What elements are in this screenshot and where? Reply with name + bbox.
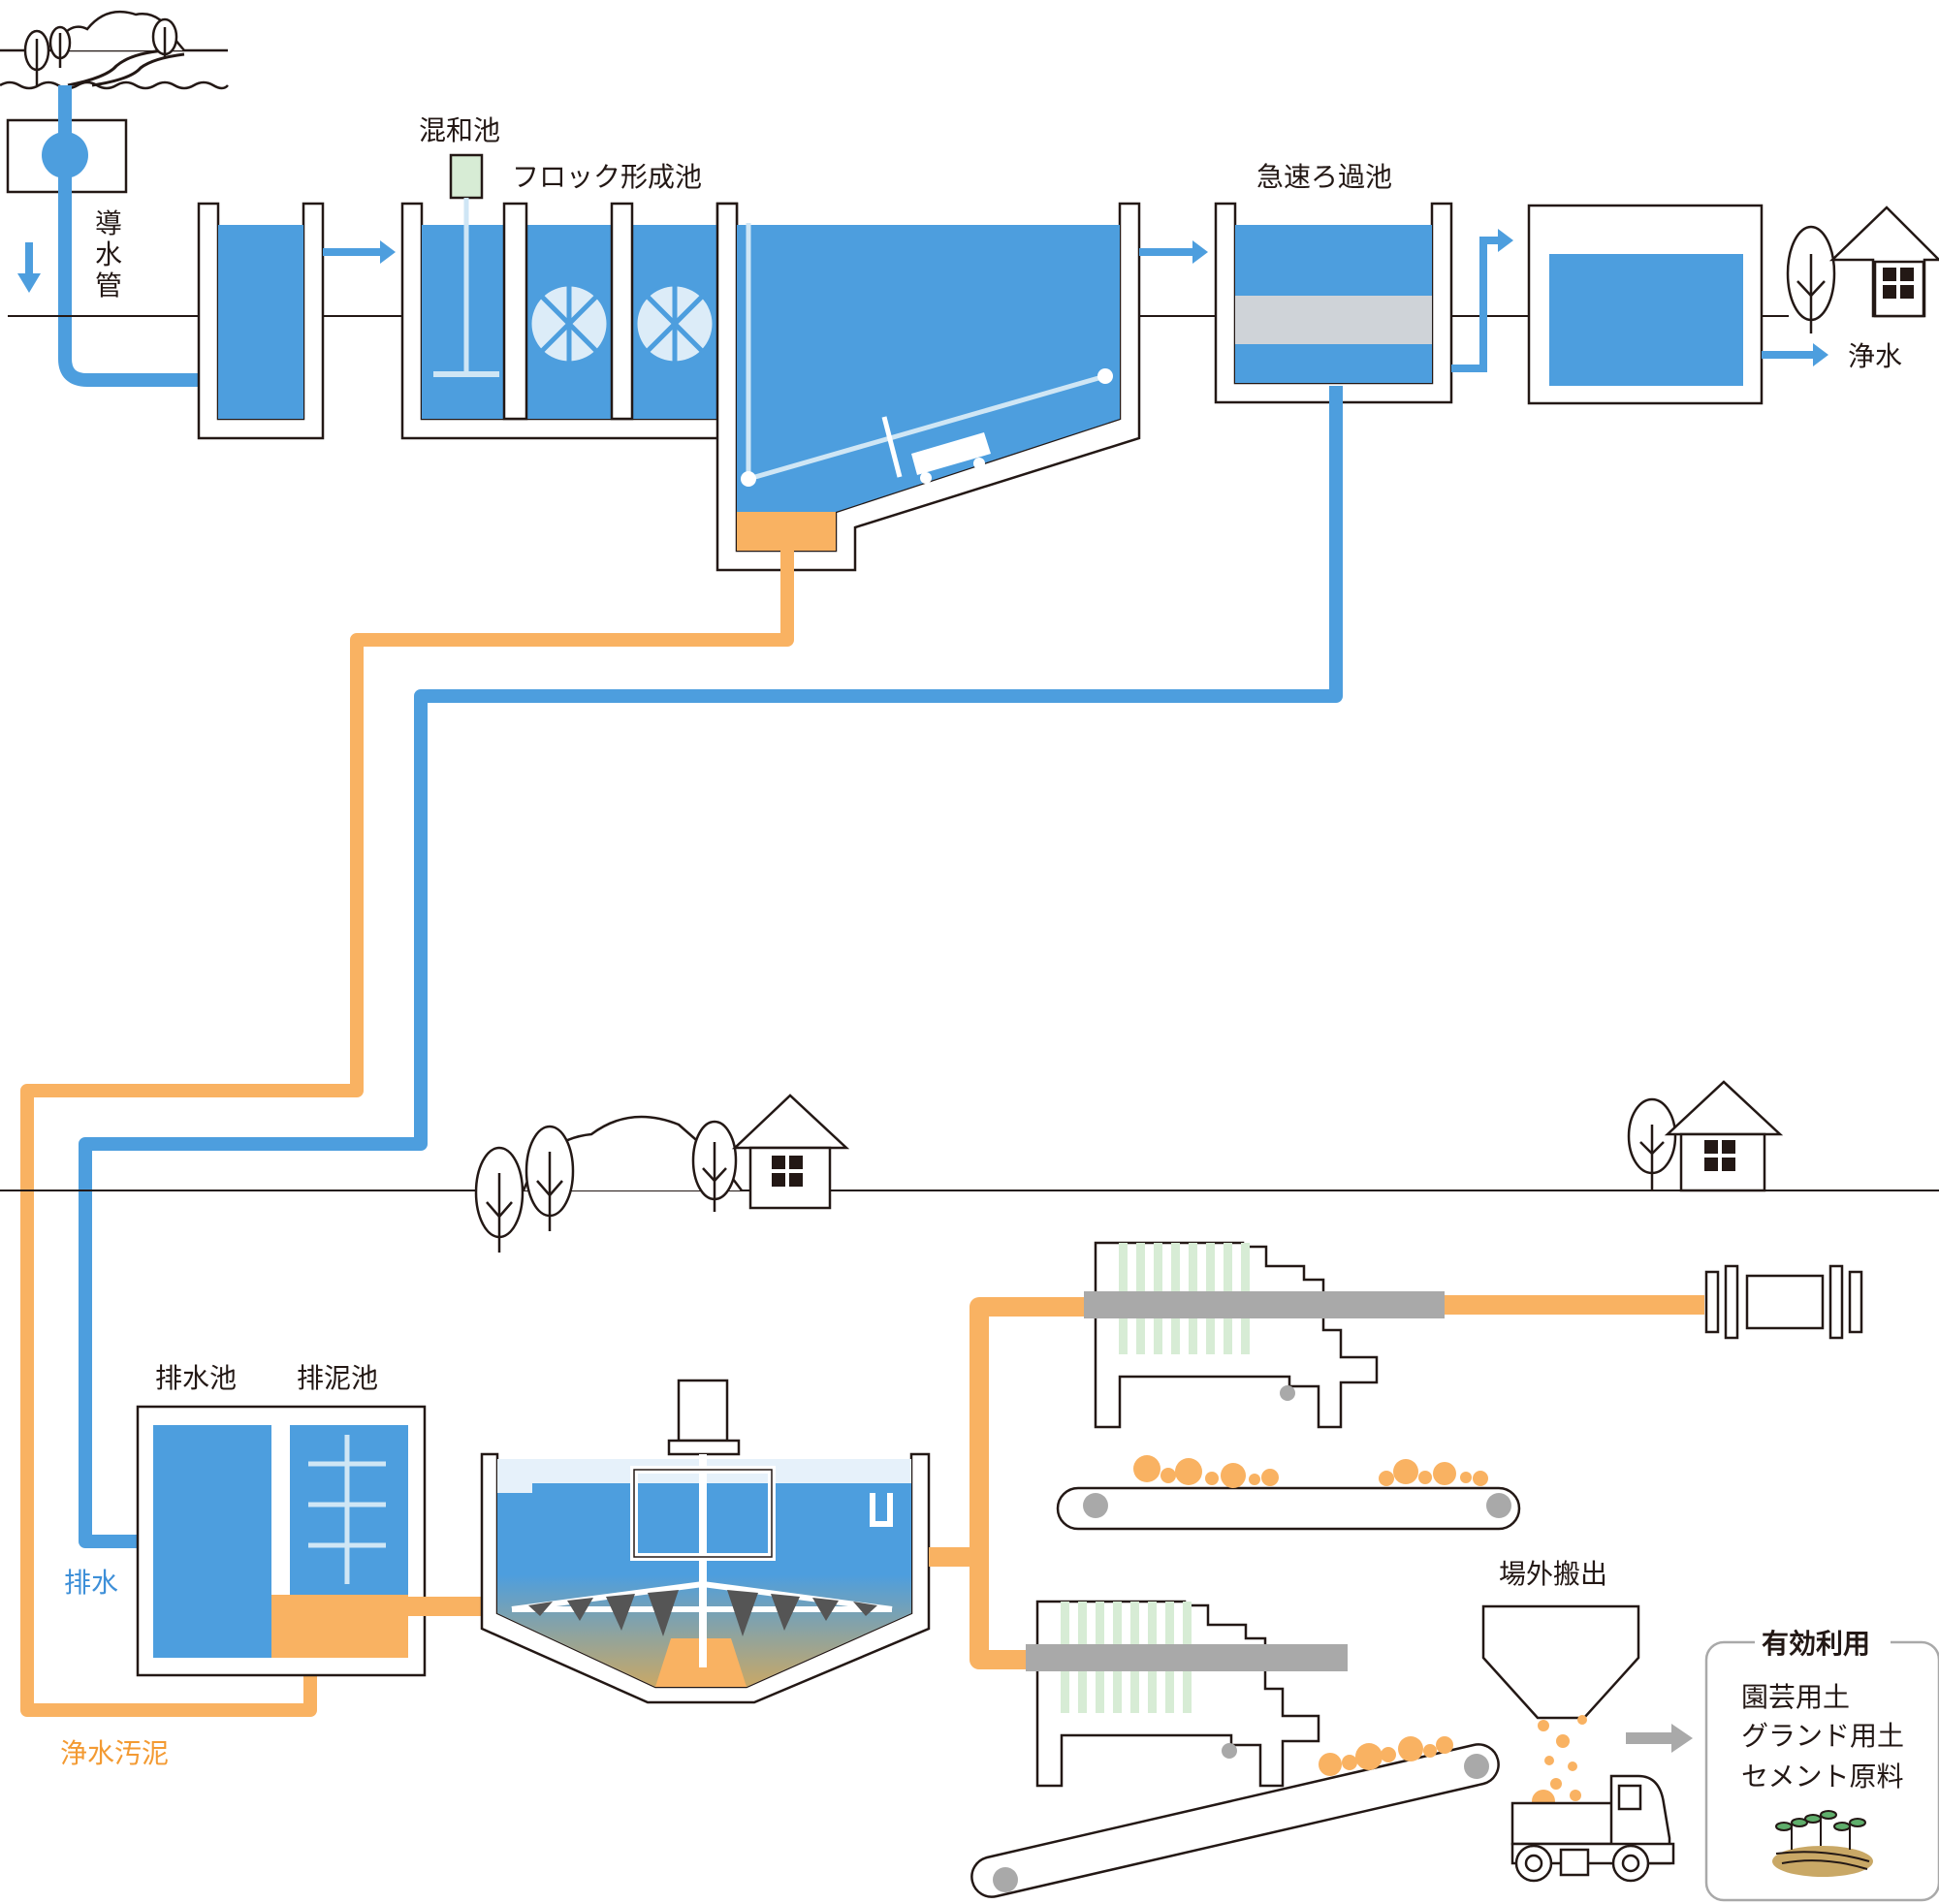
effective-use-item-2: グランド用土 (1741, 1720, 1904, 1752)
right-arrow-icon (1762, 343, 1828, 366)
thickener-outlet-pipe (929, 1547, 970, 1567)
drain-basin-label: 排水池 (155, 1362, 237, 1394)
drain-sludge-basins (136, 1405, 427, 1677)
drain-water-label: 排水 (64, 1567, 118, 1599)
filter-to-reservoir-pipe (1451, 237, 1501, 372)
sludge-pipe (20, 551, 794, 1717)
conveyor-lower (970, 1736, 1500, 1898)
house-icon (1627, 1080, 1784, 1192)
press-outlet-pipe (1445, 1295, 1704, 1315)
sprout-icon (1772, 1810, 1873, 1877)
effective-use-item-1: 園芸用土 (1741, 1681, 1850, 1713)
rapid-filter-basin (1214, 202, 1453, 404)
drain-water-pipe (79, 386, 1343, 1548)
right-arrow-icon (323, 240, 396, 264)
hill-trees-landscape (474, 1115, 743, 1253)
effective-use-box (1704, 1629, 1939, 1902)
floc-basin-label: フロック形成池 (512, 161, 702, 193)
house-icon (731, 1094, 850, 1210)
filter-press-lower (1026, 1600, 1348, 1788)
offsite-haul-label: 場外搬出 (1499, 1558, 1607, 1590)
dump-truck-icon (1510, 1774, 1675, 1883)
mixing-floc-basins (400, 153, 739, 440)
rapid-filter-label: 急速ろ過池 (1256, 161, 1392, 193)
intake-pipe-label-3: 管 (95, 270, 122, 301)
effective-use-title: 有効利用 (1762, 1628, 1870, 1660)
pipe-fitting (1704, 1264, 1863, 1340)
house-icon (1786, 206, 1939, 333)
effective-use-item-3: セメント原料 (1741, 1761, 1903, 1793)
receiving-well (197, 202, 325, 440)
sedimentation-basin (715, 202, 1141, 572)
intake-pipe-label-1: 導 (95, 207, 122, 239)
sludge-basin-label: 排泥池 (297, 1362, 378, 1394)
mixing-basin-label: 混和池 (419, 114, 500, 146)
sludge-thickener (480, 1379, 931, 1704)
gray-arrow-icon (1626, 1724, 1693, 1753)
right-arrow-icon (1139, 240, 1208, 264)
filter-press-upper (1084, 1241, 1445, 1429)
down-arrow-icon (17, 242, 41, 293)
river-landscape (0, 10, 229, 90)
purified-sludge-label: 浄水汚泥 (60, 1737, 169, 1769)
clean-water-label: 浄水 (1848, 340, 1902, 372)
conveyor-upper (1056, 1455, 1521, 1531)
intake-station (6, 85, 223, 387)
right-arrow-icon (1498, 229, 1513, 252)
clean-water-reservoir (1527, 204, 1764, 405)
intake-pipe-label-2: 水 (95, 238, 122, 270)
sludge-transfer-pipe (408, 1597, 484, 1616)
